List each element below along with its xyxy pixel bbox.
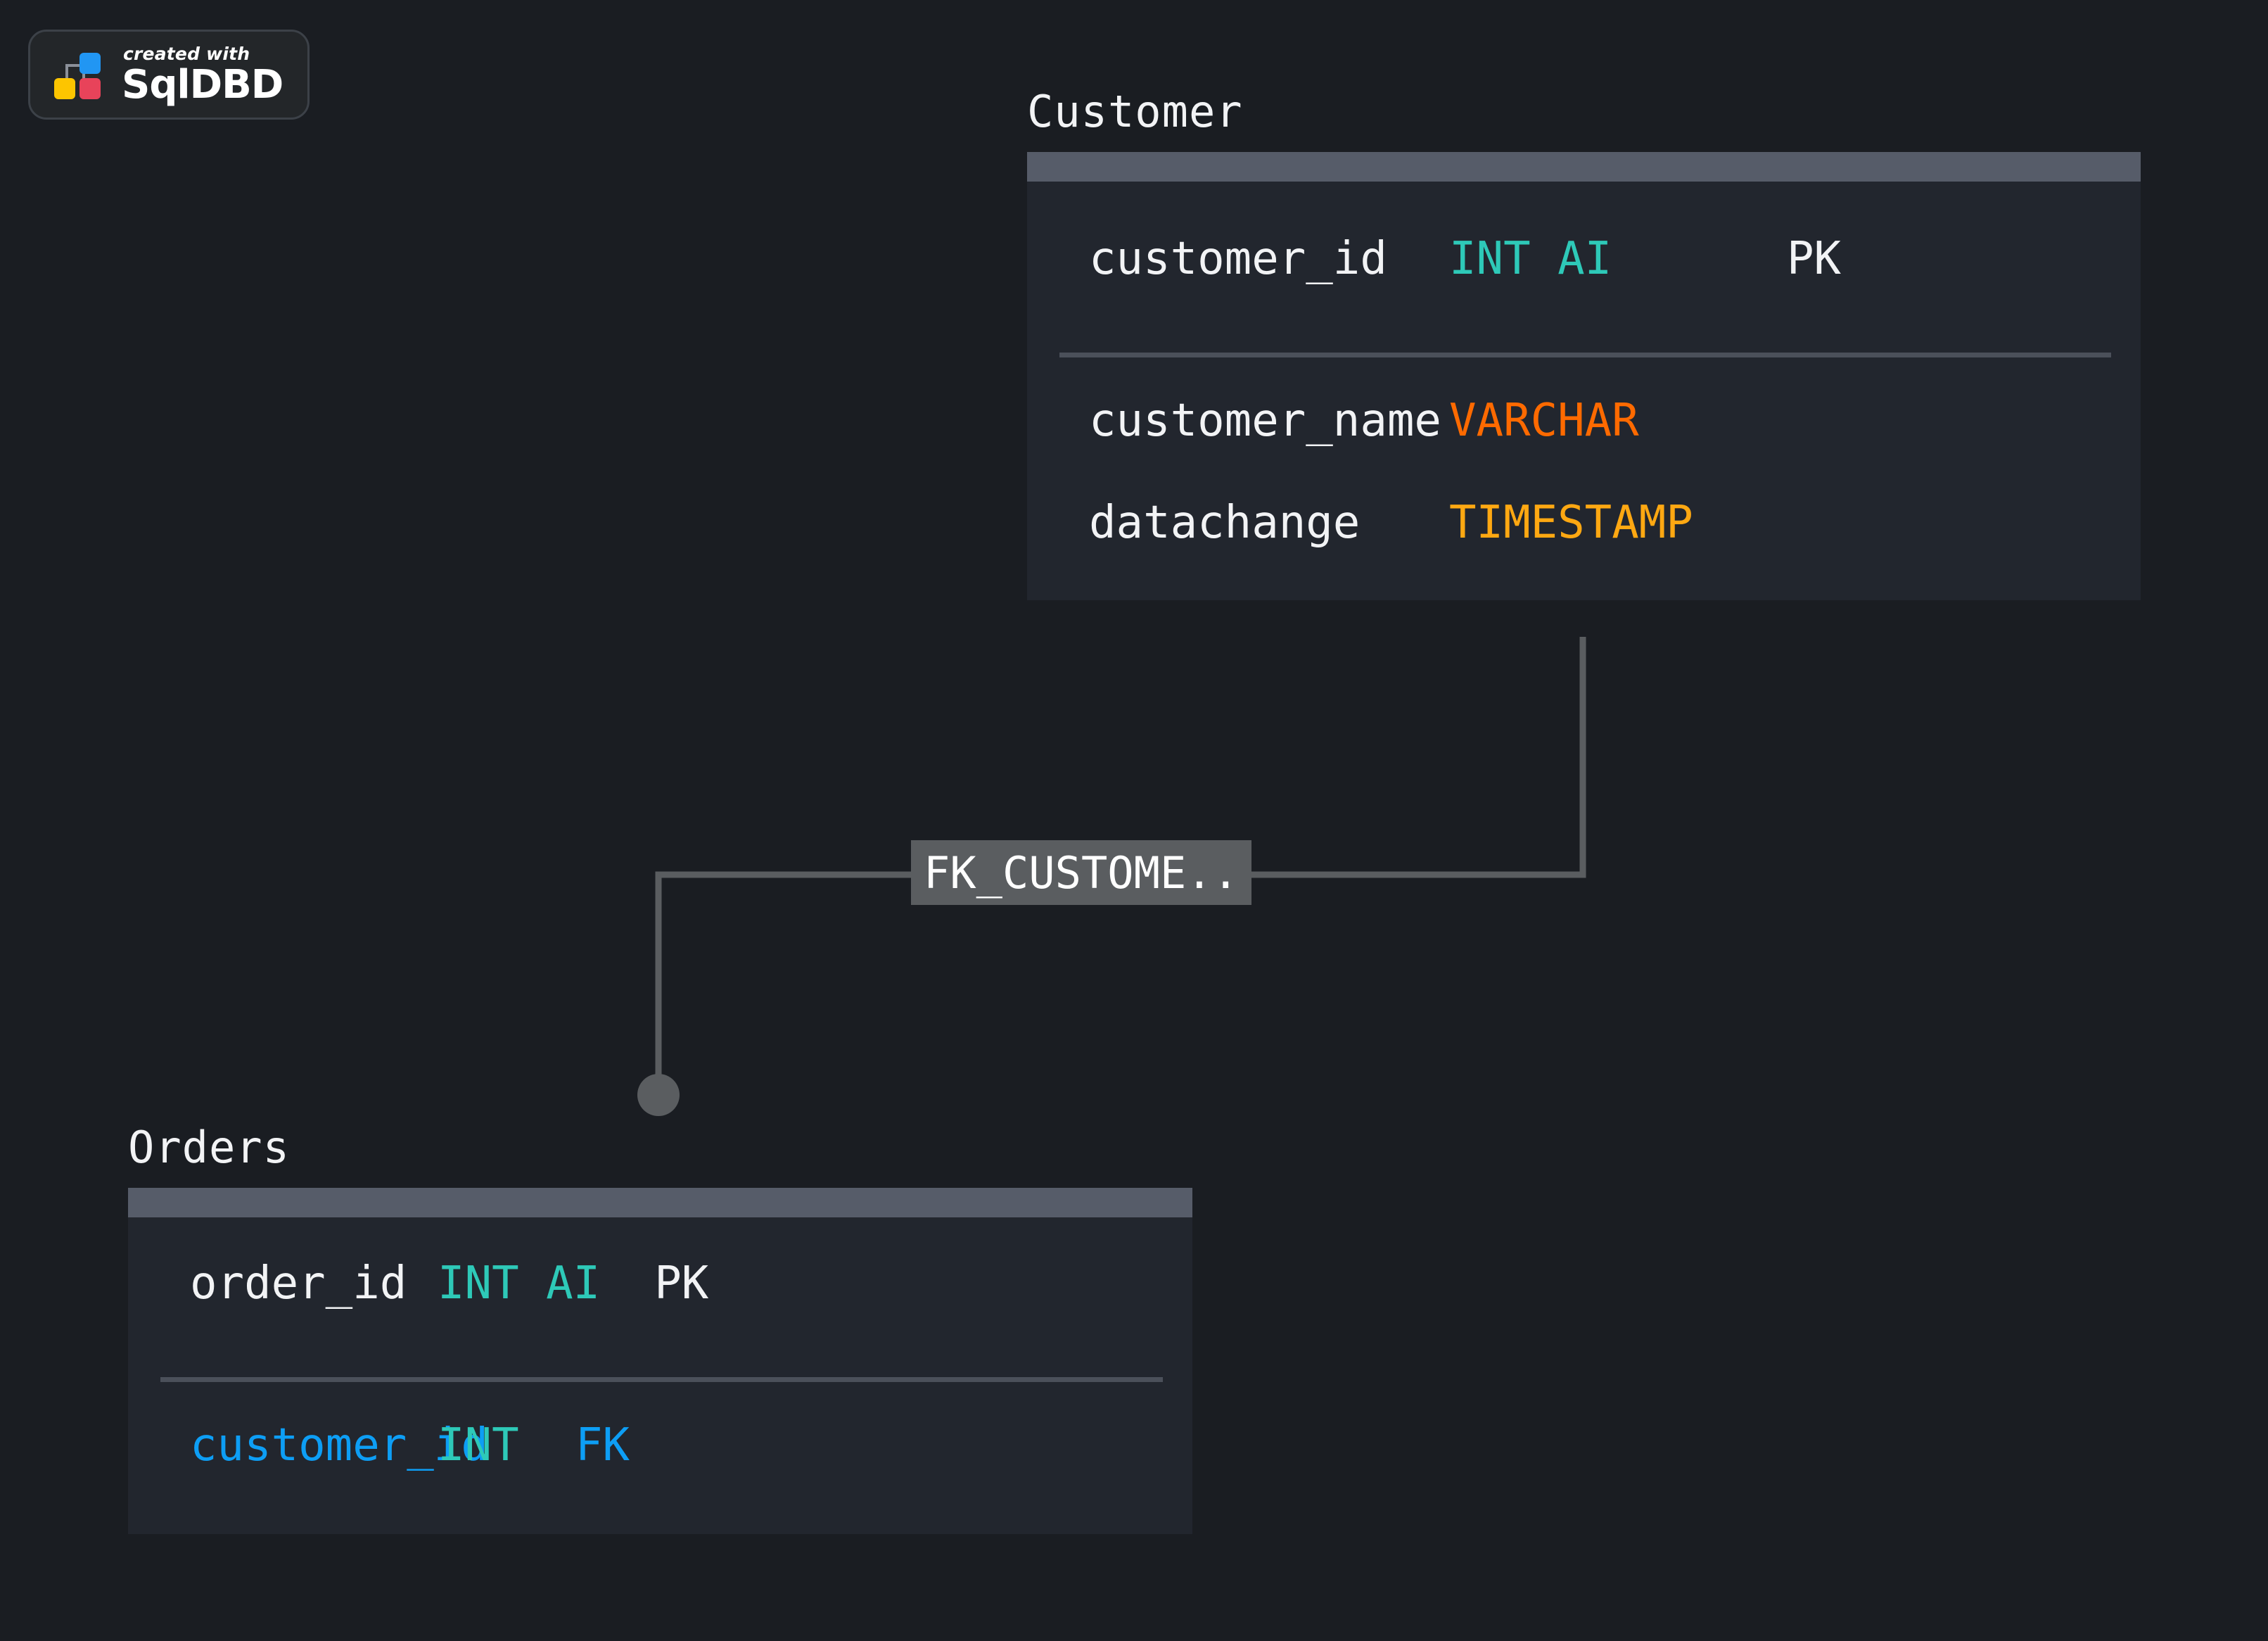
table-customer[interactable]: Customer customer_id INT AI PK customer_… <box>1027 90 2141 600</box>
column-name: customer_id <box>1089 233 1387 285</box>
column-name: customer_name <box>1089 395 1441 447</box>
column-type-text: INT <box>1449 233 1531 285</box>
table-row[interactable]: customer_name VARCHAR <box>1089 398 1787 443</box>
table-row-divider <box>160 1377 1163 1382</box>
table-orders-title: Orders <box>128 1122 290 1173</box>
table-customer-body: customer_id INT AI PK customer_name VARC… <box>1027 182 2141 600</box>
sqldbd-product-name: SqlDBD <box>122 61 284 108</box>
column-type: VARCHAR <box>1449 395 1639 447</box>
column-name: datachange <box>1089 497 1361 549</box>
column-key-badge: PK <box>1787 233 1842 285</box>
column-type: INT <box>438 1419 519 1471</box>
table-row-divider <box>1059 353 2111 357</box>
column-type: INT AI PK <box>438 1261 851 1306</box>
fk-relationship-label[interactable]: FK_CUSTOME.. <box>911 840 1251 905</box>
table-orders[interactable]: Orders order_id INT AI PK customer_id IN… <box>128 1126 1192 1534</box>
column-name: customer_id <box>190 1419 488 1471</box>
fk-relationship-endpoint-circle[interactable] <box>637 1074 680 1116</box>
table-row[interactable]: customer_id INT FK <box>190 1423 630 1468</box>
table-row[interactable]: customer_id INT AI PK <box>1089 236 1841 281</box>
column-key-badge: FK <box>575 1419 630 1471</box>
column-type: TIMESTAMP <box>1449 497 1693 549</box>
column-attribute-text: AI <box>1557 233 1612 285</box>
created-with-label: created with <box>123 43 250 64</box>
table-row[interactable]: order_id INT AI PK <box>190 1261 851 1306</box>
table-orders-header-bar <box>128 1188 1192 1217</box>
column-type-text: INT <box>438 1257 519 1310</box>
table-customer-title: Customer <box>1027 86 1243 137</box>
table-customer-header-bar <box>1027 152 2141 182</box>
column-key-badge: PK <box>654 1257 709 1310</box>
column-name: order_id <box>190 1257 407 1310</box>
table-customer-card[interactable]: customer_id INT AI PK customer_name VARC… <box>1027 152 2141 600</box>
branding-text-group: created with SqlDBD <box>122 43 284 108</box>
table-orders-body: order_id INT AI PK customer_id INT FK <box>128 1217 1192 1534</box>
column-attribute-text: AI <box>546 1257 601 1310</box>
sqldbd-node-diagram-icon <box>51 47 106 102</box>
column-type: INT AI <box>1449 236 1787 281</box>
sqldbd-branding-badge[interactable]: created with SqlDBD <box>28 30 310 120</box>
table-row[interactable]: datachange TIMESTAMP <box>1089 500 1787 545</box>
table-orders-card[interactable]: order_id INT AI PK customer_id INT FK <box>128 1188 1192 1534</box>
